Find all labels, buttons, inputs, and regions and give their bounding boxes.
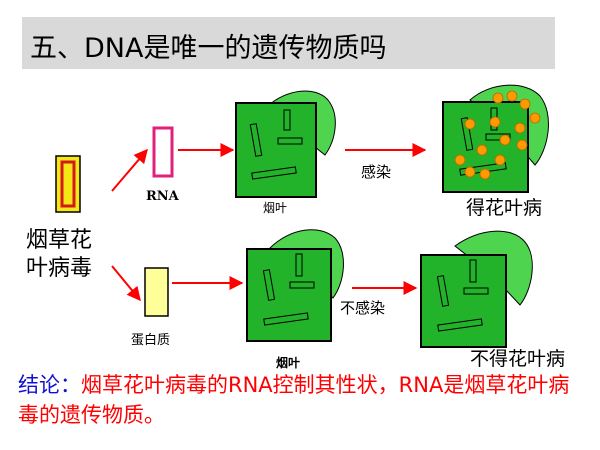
virus-particle [55, 155, 81, 213]
conclusion-prefix: 结论： [18, 373, 81, 397]
protein-label: 蛋白质 [131, 333, 171, 348]
conclusion: 结论：烟草花叶病毒的RNA控制其性状，RNA是烟草花叶病毒的遗传物质。 [18, 370, 588, 430]
leaf-label-top: 烟叶 [263, 201, 288, 215]
virus-label-line2: 叶病毒 [26, 256, 93, 281]
tobacco-leaf-top-left [235, 90, 336, 198]
infect-label: 感染 [361, 163, 392, 181]
rna-label: RNA [146, 189, 179, 204]
rna-strand [152, 126, 174, 178]
tobacco-leaf-top-right [442, 84, 549, 193]
result-disease: 得花叶病 [466, 197, 543, 219]
disease-spots [454, 90, 541, 180]
conclusion-text: 烟草花叶病毒的RNA控制其性状，RNA是烟草花叶病毒的遗传物质。 [18, 373, 570, 427]
tobacco-leaf-bottom-left [246, 229, 344, 342]
title-bar: 五、DNA是唯一的遗传物质吗 [22, 17, 555, 69]
arrow-virus-to-protein [111, 265, 141, 302]
page-title: 五、DNA是唯一的遗传物质吗 [30, 33, 387, 64]
leaf-label-bottom: 烟叶 [276, 356, 301, 370]
tobacco-leaf-bottom-right [420, 230, 533, 348]
protein-coat [144, 267, 169, 317]
no-infect-label: 不感染 [340, 299, 386, 317]
arrow-virus-to-rna [111, 148, 148, 192]
result-no-disease: 不得花叶病 [470, 348, 566, 370]
virus-label-line1: 烟草花 [26, 228, 93, 253]
